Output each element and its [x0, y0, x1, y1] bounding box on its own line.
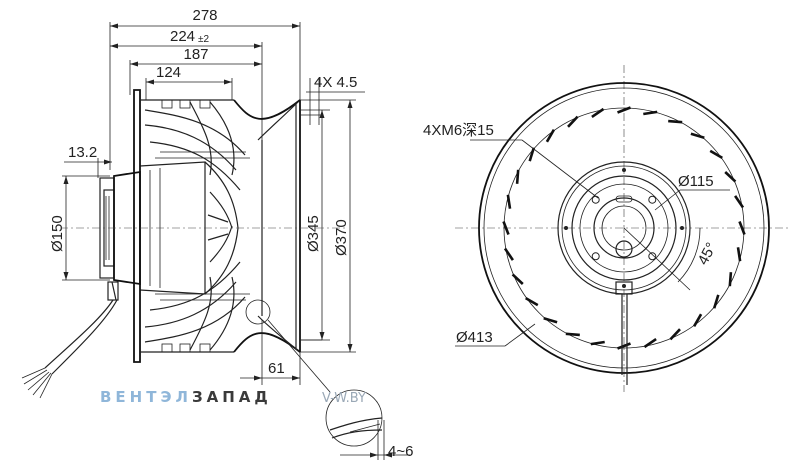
blade-mark [712, 294, 720, 309]
blade-mark [668, 119, 683, 124]
dim-61-group: 61 [240, 320, 301, 385]
blade-mark [734, 195, 745, 209]
blade-mark [709, 149, 723, 160]
label-dia-115: Ø115 [678, 173, 714, 190]
cable [21, 281, 119, 399]
dim-224-tolerance: ±2 [198, 34, 209, 45]
blade-mark [728, 272, 733, 287]
mount-hole [591, 252, 600, 261]
dim-345: Ø345 [305, 215, 322, 252]
dim-278: 278 [192, 7, 217, 24]
blade-mark [543, 316, 558, 324]
blade-mark [617, 342, 631, 350]
svg-text:ВЕНТЭЛЗАПАД: ВЕНТЭЛЗАПАД [100, 388, 272, 406]
blade-mark [690, 132, 705, 140]
dia-dimensions: Ø345 Ø370 [300, 99, 356, 353]
flange-hole [622, 284, 626, 288]
mount-holes [564, 168, 684, 288]
brand-part-1: ВЕНТЭЛ [100, 388, 192, 406]
blade-mark [617, 106, 631, 114]
side-view: 278 224 ±2 187 124 4X 4.5 [21, 7, 413, 460]
blade-mark [545, 129, 556, 143]
brand-site: V-W.BY [322, 391, 366, 406]
blade-mark [528, 147, 536, 162]
outer-ring [478, 82, 770, 374]
front-view: 4XM6深15 Ø115 45° Ø413 [423, 65, 790, 392]
blade-mark [643, 338, 657, 349]
brand-part-2: ЗАПАД [192, 388, 272, 406]
blade-mark [511, 273, 524, 285]
watermark: ВЕНТЭЛЗАПАД V-W.BY [100, 388, 366, 406]
dim-13-2: 13.2 [68, 144, 97, 161]
dim-370: Ø370 [333, 219, 350, 256]
blade-mark [738, 221, 746, 235]
top-dimensions: 278 224 ±2 187 124 4X 4.5 [109, 7, 365, 170]
dim-150-group: Ø150 [49, 175, 110, 281]
blade-mark [515, 169, 520, 184]
blade-mark [736, 247, 742, 262]
dim-187: 187 [183, 46, 208, 63]
dim-224: 224 [170, 28, 195, 45]
dim-gap: 4~6 [388, 443, 413, 460]
flange-hole [622, 168, 626, 172]
blade-mark [565, 332, 580, 337]
label-dia-413: Ø413 [456, 329, 493, 346]
dim-124: 124 [156, 64, 181, 81]
blade-mark [591, 107, 605, 118]
blade-mark [692, 313, 703, 327]
dim-150: Ø150 [49, 215, 66, 252]
dim-61: 61 [268, 360, 285, 377]
connector [615, 281, 633, 295]
dim-4x45: 4X 4.5 [314, 74, 357, 91]
blade-mark [567, 115, 579, 128]
dim-offset-group: 13.2 [64, 144, 112, 178]
blade-mark [590, 340, 605, 346]
blade-mark [643, 110, 658, 116]
blade-mark [502, 221, 510, 235]
blade-mark [506, 194, 512, 209]
detail-callout: 4~6 [245, 299, 413, 460]
label-threads: 4XM6深15 [423, 122, 494, 139]
blade-mark [525, 296, 539, 307]
blade-mark [503, 247, 514, 261]
flange-hole [680, 226, 684, 230]
flange-hole [564, 226, 568, 230]
mount-hole [648, 252, 657, 261]
mount-hole [591, 195, 600, 204]
mount-hole [648, 195, 657, 204]
blade-mark [724, 171, 737, 183]
blade-mark [669, 328, 681, 341]
impeller-side [133, 89, 250, 363]
inlet-cone [233, 99, 322, 353]
impeller-blades [502, 106, 746, 350]
